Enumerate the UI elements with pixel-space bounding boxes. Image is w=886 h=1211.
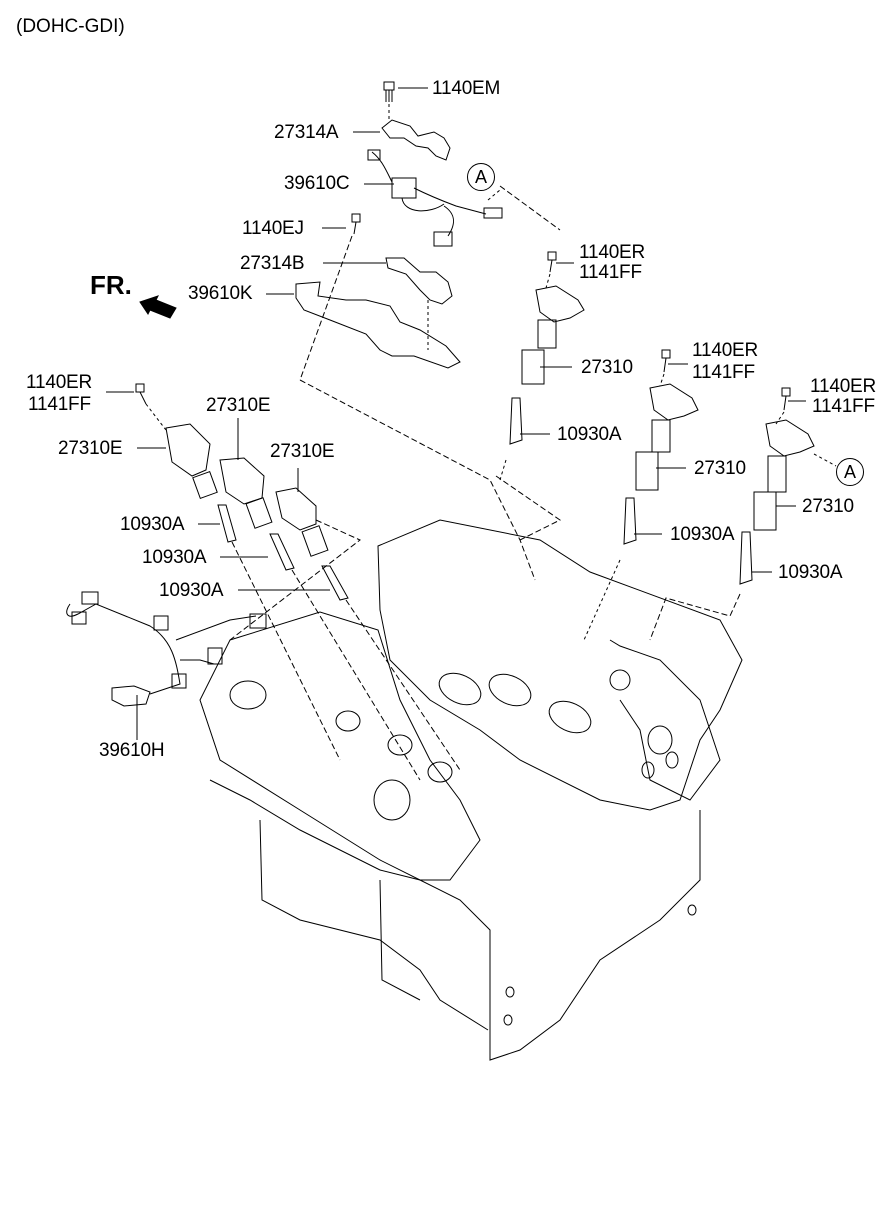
part-label-27310e-center: 27310E — [206, 395, 271, 416]
part-label-1141ff-r3: 1141FF — [812, 396, 875, 417]
diagram-title: (DOHC-GDI) — [16, 16, 125, 37]
harness-39610h — [66, 591, 267, 707]
part-label-39610c: 39610C — [284, 173, 350, 194]
part-label-39610k: 39610K — [188, 283, 253, 304]
coil-27310e-left — [165, 423, 218, 500]
reference-marker-a-top: A — [467, 163, 495, 191]
leader-lines — [106, 87, 806, 740]
bracket-27314a — [381, 119, 451, 161]
part-label-1141ff-r1: 1141FF — [579, 262, 642, 283]
part-label-1141ff-r2: 1141FF — [692, 362, 755, 383]
part-label-39610h: 39610H — [99, 740, 165, 761]
coil-27310e-center — [219, 457, 273, 529]
spark-plug-left-2 — [269, 533, 421, 781]
part-label-10930a-r3: 10930A — [778, 562, 843, 583]
part-label-1140ej: 1140EJ — [242, 218, 304, 239]
bolt-1140em — [383, 81, 395, 120]
assembly-right-2 — [583, 349, 699, 641]
part-label-1141ff-left: 1141FF — [28, 394, 91, 415]
assembly-right-3 — [649, 387, 837, 641]
assembly-right-1 — [495, 251, 585, 541]
part-label-27314a: 27314A — [274, 122, 339, 143]
part-label-10930a-r2: 10930A — [670, 524, 735, 545]
bracket-39610k — [295, 281, 461, 369]
part-label-10930a-left-2: 10930A — [142, 547, 207, 568]
part-label-10930a-left-3: 10930A — [159, 580, 224, 601]
part-label-1140er-left: 1140ER — [26, 372, 93, 393]
harness-39610c — [367, 149, 503, 247]
front-indicator: FR. — [90, 270, 132, 300]
bolt-left — [135, 383, 167, 431]
front-arrow-icon — [139, 295, 177, 319]
part-label-1140er-r1: 1140ER — [579, 242, 646, 263]
part-label-10930a-r1: 10930A — [557, 424, 622, 445]
bracket-27314b — [385, 257, 453, 305]
spark-plug-left-1 — [217, 504, 341, 761]
coil-27310e-right — [275, 487, 329, 557]
part-label-27310-r2: 27310 — [694, 458, 746, 479]
part-label-27310-r3: 27310 — [802, 496, 854, 517]
part-label-1140em: 1140EM — [432, 78, 501, 99]
bolt-1140ej — [299, 213, 361, 381]
part-label-1140er-r3: 1140ER — [810, 376, 877, 397]
reference-marker-a-right: A — [836, 458, 864, 486]
part-label-27310e-left: 27310E — [58, 438, 123, 459]
part-label-27310e-right: 27310E — [270, 441, 335, 462]
part-label-1140er-r2: 1140ER — [692, 340, 759, 361]
part-label-27310-r1: 27310 — [581, 357, 633, 378]
engine-block — [199, 519, 743, 1061]
spark-plug-left-3 — [321, 565, 461, 771]
part-label-27314b: 27314B — [240, 253, 305, 274]
part-label-10930a-left-1: 10930A — [120, 514, 185, 535]
